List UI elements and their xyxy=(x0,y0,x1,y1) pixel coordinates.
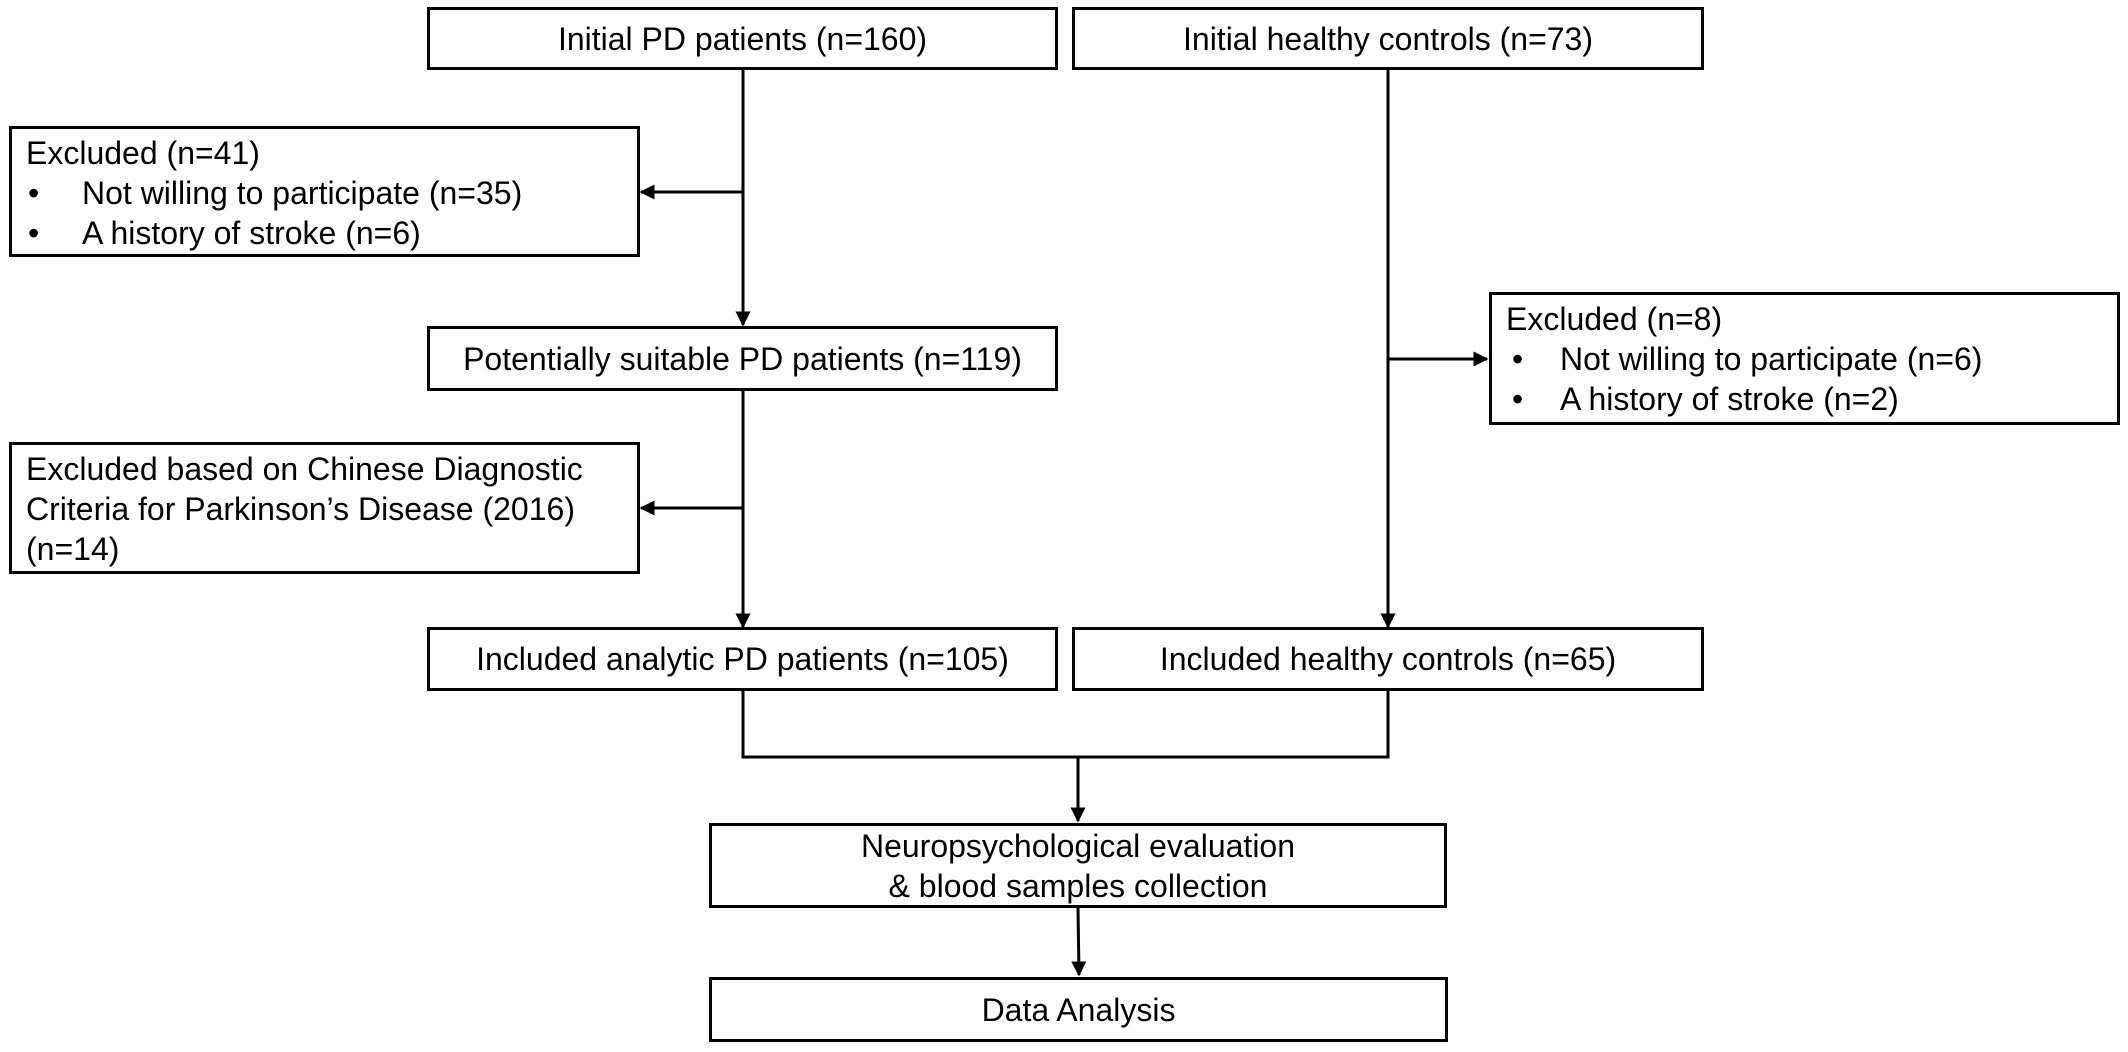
data-analysis-box: Data Analysis xyxy=(709,977,1448,1042)
evaluation-box: Neuropsychological evaluation & blood sa… xyxy=(709,823,1447,908)
excluded-pd-box: Excluded (n=41) Not willing to participa… xyxy=(9,126,640,257)
potential-pd-box: Potentially suitable PD patients (n=119) xyxy=(427,326,1058,391)
excluded-criteria-line: (n=14) xyxy=(26,531,120,567)
excluded-criteria-box: Excluded based on Chinese Diagnostic Cri… xyxy=(9,442,640,574)
included-pd-box: Included analytic PD patients (n=105) xyxy=(427,627,1058,691)
evaluation-text: Neuropsychological evaluation & blood sa… xyxy=(861,826,1295,906)
excluded-criteria-line: Excluded based on Chinese Diagnostic xyxy=(26,451,583,487)
data-analysis-label: Data Analysis xyxy=(981,991,1176,1028)
initial-pd-box: Initial PD patients (n=160) xyxy=(427,7,1058,70)
excluded-pd-item: A history of stroke (n=6) xyxy=(26,213,623,253)
evaluation-line: Neuropsychological evaluation xyxy=(860,827,1296,864)
initial-hc-label: Initial healthy controls (n=73) xyxy=(1183,20,1593,57)
excluded-hc-box: Excluded (n=8) Not willing to participat… xyxy=(1489,292,2120,425)
excluded-pd-title: Excluded (n=41) xyxy=(26,135,260,171)
potential-pd-label: Potentially suitable PD patients (n=119) xyxy=(463,340,1022,377)
arrow-evaluation-to-analysis xyxy=(1071,907,1087,977)
initial-hc-box: Initial healthy controls (n=73) xyxy=(1072,7,1704,70)
excluded-hc-list: Not willing to participate (n=6) A histo… xyxy=(1506,339,2103,419)
included-hc-label: Included healthy controls (n=65) xyxy=(1159,641,1617,677)
excluded-hc-item: Not willing to participate (n=6) xyxy=(1510,339,2103,379)
merge-connector xyxy=(741,691,1390,759)
excluded-pd-list: Not willing to participate (n=35) A hist… xyxy=(26,173,623,253)
evaluation-line: & blood samples collection xyxy=(888,867,1268,904)
included-pd-label: Included analytic PD patients (n=105) xyxy=(476,641,1009,677)
excluded-pd-item: Not willing to participate (n=35) xyxy=(26,173,623,213)
excluded-criteria-line: Criteria for Parkinson’s Disease (2016) xyxy=(26,491,575,527)
excluded-hc-item: A history of stroke (n=2) xyxy=(1510,379,2103,419)
initial-pd-label: Initial PD patients (n=160) xyxy=(557,20,928,57)
excluded-hc-title: Excluded (n=8) xyxy=(1506,301,1723,337)
included-hc-box: Included healthy controls (n=65) xyxy=(1072,627,1704,691)
